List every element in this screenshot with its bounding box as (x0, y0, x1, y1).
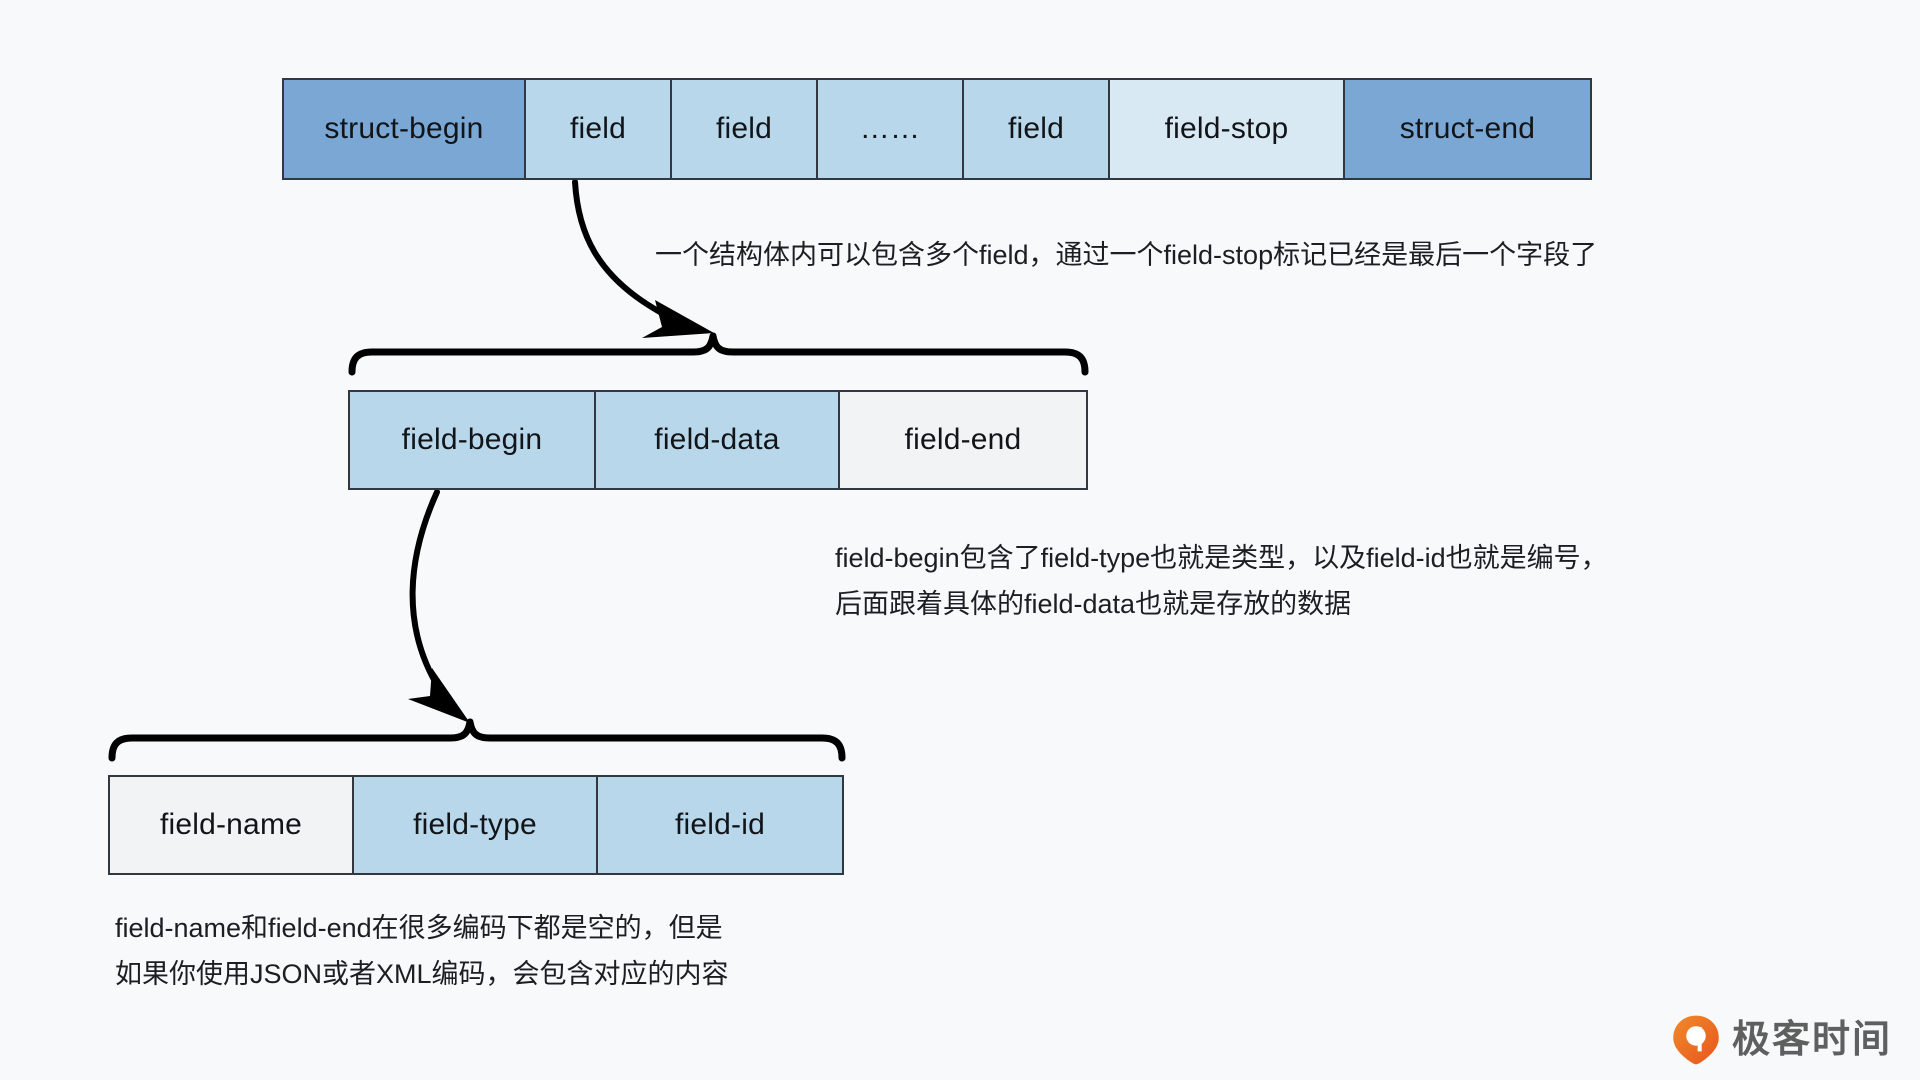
cell-label: field (715, 112, 773, 145)
annotation-struct: 一个结构体内可以包含多个field，通过一个field-stop标记已经是最后一… (655, 240, 1598, 270)
cell-field-name[interactable]: field-name (110, 777, 354, 873)
cell-field-ellipsis[interactable]: …… (818, 80, 964, 178)
cell-struct-begin[interactable]: struct-begin (284, 80, 526, 178)
brace-field-begin-row-icon (108, 718, 846, 762)
field-begin-layout-row: field-name field-type field-id (108, 775, 844, 875)
cell-field-begin[interactable]: field-begin (350, 392, 596, 488)
cell-field-type[interactable]: field-type (354, 777, 598, 873)
cell-label: field-begin (401, 423, 543, 456)
cell-label: field-stop (1164, 112, 1289, 145)
annotation-field: field-begin包含了field-type也就是类型，以及field-id… (835, 543, 1608, 619)
cell-field-3[interactable]: field (964, 80, 1110, 178)
geektime-logo-icon (1673, 1015, 1719, 1065)
cell-label: …… (859, 112, 921, 145)
cell-label: struct-end (1399, 112, 1536, 145)
arrow-field-to-begin-icon (408, 489, 470, 723)
cell-field-id[interactable]: field-id (598, 777, 842, 873)
watermark-label: 极客时间 (1731, 1019, 1892, 1061)
cell-label: field (569, 112, 627, 145)
watermark: 极客时间 (1670, 1014, 1892, 1066)
cell-field-end[interactable]: field-end (840, 392, 1086, 488)
cell-field-data[interactable]: field-data (596, 392, 840, 488)
cell-label: field-type (413, 808, 537, 841)
brace-field-row-icon (348, 332, 1089, 376)
cell-field-2[interactable]: field (672, 80, 818, 178)
cell-field-stop[interactable]: field-stop (1110, 80, 1345, 178)
cell-label: struct-begin (324, 112, 484, 145)
cell-label: field-id (675, 808, 765, 841)
cell-label: field-data (654, 423, 780, 456)
cell-label: field-name (159, 808, 303, 841)
field-layout-row: field-begin field-data field-end (348, 390, 1088, 490)
struct-layout-row: struct-begin field field …… field field-… (282, 78, 1592, 180)
cell-label: field-end (904, 423, 1022, 456)
cell-field-1[interactable]: field (526, 80, 672, 178)
cell-struct-end[interactable]: struct-end (1345, 80, 1590, 178)
cell-label: field (1007, 112, 1065, 145)
annotation-field-begin: field-name和field-end在很多编码下都是空的，但是 如果你使用J… (115, 913, 729, 989)
